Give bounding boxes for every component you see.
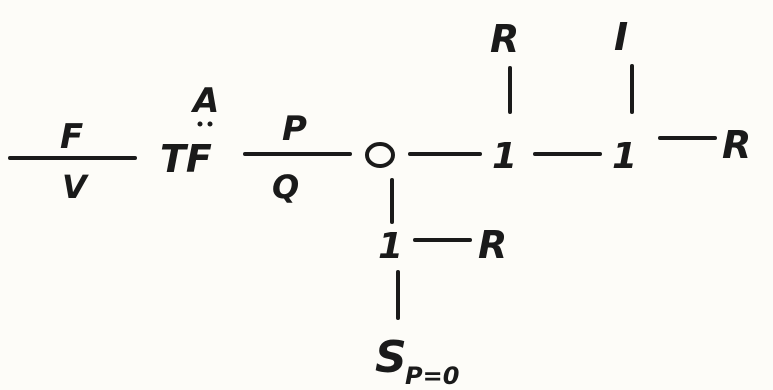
one-junction-c: 1: [378, 226, 403, 267]
label-transformer-tf: TF: [160, 137, 212, 181]
label-r-top: R: [490, 17, 519, 61]
label-r-lower: R: [478, 223, 507, 267]
tf-dot-right: [207, 121, 213, 127]
one-junction-a: 1: [492, 136, 517, 177]
label-pressure-p: P: [282, 109, 307, 149]
label-r-right: R: [722, 123, 751, 167]
label-source-s: S: [375, 332, 407, 383]
tf-dot-left: [197, 121, 203, 127]
label-i-top: I: [614, 15, 628, 59]
label-effort-f: F: [60, 117, 83, 157]
label-source-subscript: P=0: [405, 362, 459, 390]
zero-junction: [365, 142, 395, 168]
label-volume-flow-q: Q: [272, 168, 299, 206]
label-flow-v: V: [62, 168, 89, 206]
label-transformer-param-a: A: [190, 81, 219, 121]
one-junction-b: 1: [612, 136, 637, 177]
